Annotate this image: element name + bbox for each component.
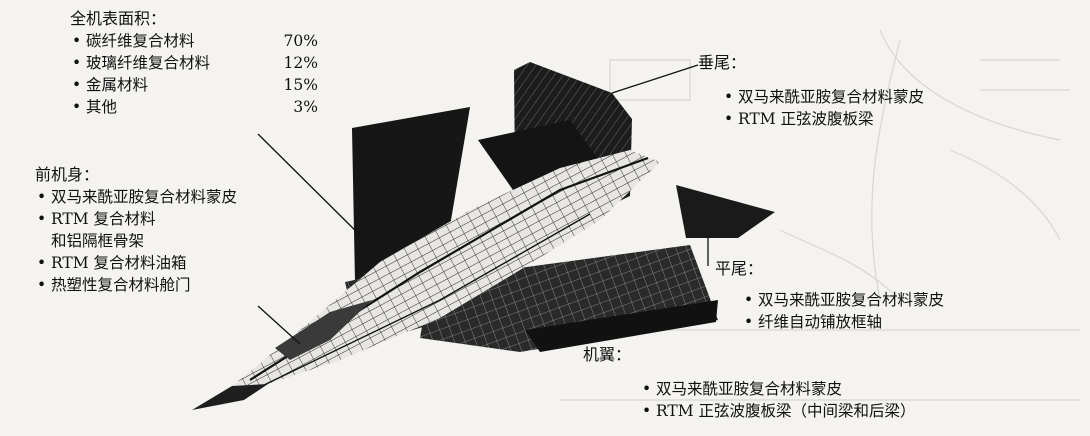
- surface-area-row: 玻璃纤维复合材料 12%: [70, 52, 318, 74]
- wing-items: 双马来酰亚胺复合材料蒙皮 RTM 正弦波腹板梁（中间梁和后梁）: [640, 378, 916, 422]
- vertical-tail-items: 双马来酰亚胺复合材料蒙皮 RTM 正弦波腹板梁: [722, 86, 924, 130]
- wing-block: 机翼：: [583, 344, 631, 366]
- horizontal-tail-heading: 平尾：: [715, 258, 763, 280]
- forward-fuselage-item-continued: 和铝隔框骨架: [35, 230, 237, 252]
- vertical-tail-item: RTM 正弦波腹板梁: [722, 108, 924, 130]
- wing-item: RTM 正弦波腹板梁（中间梁和后梁）: [640, 400, 916, 422]
- material-name: 碳纤维复合材料: [86, 30, 266, 52]
- horizontal-tail-items: 双马来酰亚胺复合材料蒙皮 纤维自动铺放框轴: [742, 289, 944, 333]
- horizontal-tail-item: 纤维自动铺放框轴: [742, 311, 944, 333]
- forward-fuselage-item: 热塑性复合材料舱门: [35, 274, 237, 296]
- forward-fuselage-heading: 前机身：: [35, 164, 237, 186]
- forward-fuselage-item: RTM 复合材料油箱: [35, 252, 237, 274]
- material-percent: 15%: [266, 74, 318, 96]
- vertical-tail-heading: 垂尾：: [698, 52, 746, 74]
- vertical-tail-item: 双马来酰亚胺复合材料蒙皮: [722, 86, 924, 108]
- material-name: 其他: [86, 96, 266, 118]
- surface-area-row: 金属材料 15%: [70, 74, 318, 96]
- material-percent: 12%: [266, 52, 318, 74]
- nose-cone: [192, 384, 268, 410]
- vertical-tail-block: 垂尾：: [698, 52, 746, 74]
- material-percent: 70%: [266, 30, 318, 52]
- surface-area-heading: 全机表面积：: [70, 8, 318, 30]
- forward-fuselage-item: 双马来酰亚胺复合材料蒙皮: [35, 186, 237, 208]
- material-percent: 3%: [266, 96, 318, 118]
- material-name: 金属材料: [86, 74, 266, 96]
- surface-area-row: 其他 3%: [70, 96, 318, 118]
- right-horizontal-tail: [676, 185, 775, 238]
- forward-fuselage-item: RTM 复合材料: [35, 208, 237, 230]
- wing-heading: 机翼：: [583, 344, 631, 366]
- horizontal-tail-item: 双马来酰亚胺复合材料蒙皮: [742, 289, 944, 311]
- wing-item: 双马来酰亚胺复合材料蒙皮: [640, 378, 916, 400]
- surface-area-row: 碳纤维复合材料 70%: [70, 30, 318, 52]
- horizontal-tail-block: 平尾：: [715, 258, 763, 280]
- material-name: 玻璃纤维复合材料: [86, 52, 266, 74]
- surface-area-block: 全机表面积： 碳纤维复合材料 70% 玻璃纤维复合材料 12% 金属材料 15%…: [70, 8, 318, 118]
- forward-fuselage-block: 前机身： 双马来酰亚胺复合材料蒙皮 RTM 复合材料 和铝隔框骨架 RTM 复合…: [35, 164, 237, 296]
